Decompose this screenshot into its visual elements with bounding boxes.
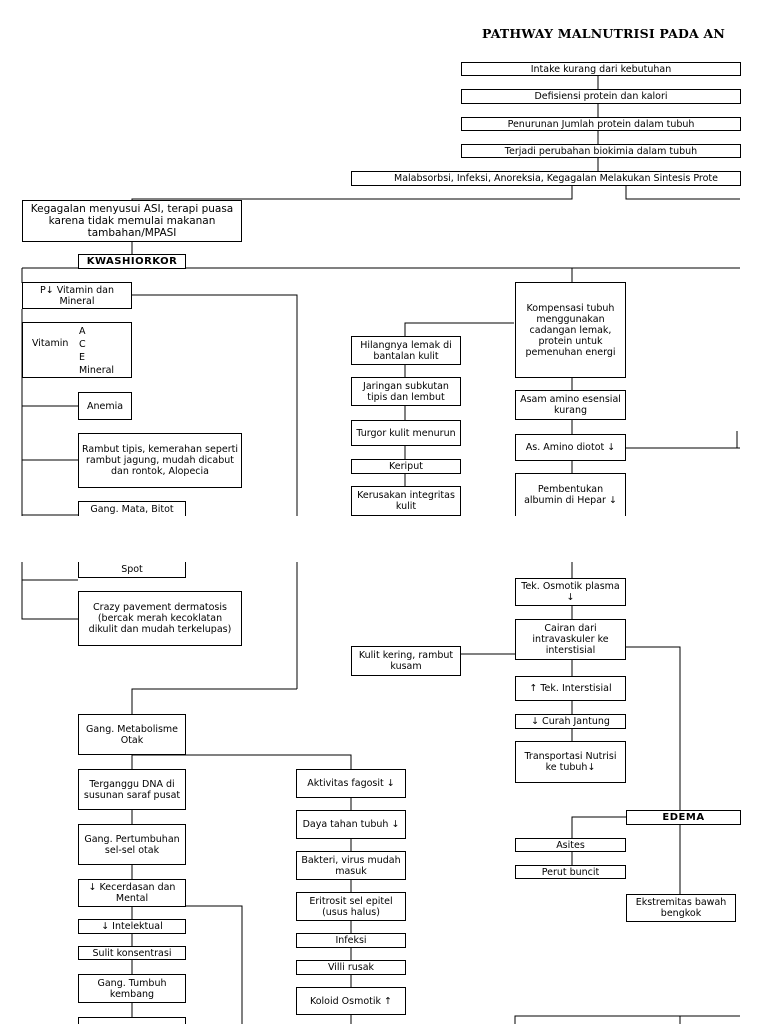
node-perut-buncit: Perut buncit (515, 865, 626, 879)
node-asites: Asites (515, 838, 626, 852)
node-rambut: Rambut tipis, kemerahan seperti rambut j… (78, 433, 242, 488)
node-penurunan-protein: Penurunan Jumlah protein dalam tubuh (461, 117, 741, 131)
node-vitamin-mineral: P↓ Vitamin dan Mineral (22, 282, 132, 309)
vitamin-item: E (79, 352, 86, 363)
node-dna: Terganggu DNA di susunan saraf pusat (78, 769, 186, 810)
node-intelektual: ↓ Intelektual (78, 919, 186, 934)
node-kulit-kering: Kulit kering, rambut kusam (351, 646, 461, 676)
node-keriput: Keriput (351, 459, 461, 474)
kwashiorkor-header: KWASHIORKOR (78, 254, 186, 269)
node-pertumbuhan-otak: Gang. Pertumbuhan sel-sel otak (78, 824, 186, 865)
vitamin-label: Vitamin (32, 338, 69, 349)
node-albumin: Pembentukan albumin di Hepar ↓ (515, 473, 626, 517)
node-transportasi: Transportasi Nutrisi ke tubuh↓ (515, 741, 626, 783)
vitamin-item: A (79, 326, 86, 337)
node-curah-jantung: ↓ Curah Jantung (515, 714, 626, 729)
node-gang-mata-top: Gang. Mata, Bitot (78, 501, 186, 517)
node-hilang-lemak: Hilangnya lemak di bantalan kulit (351, 336, 461, 365)
node-konsentrasi: Sulit konsentrasi (78, 946, 186, 960)
node-ekstremitas: Ekstremitas bawah bengkok (626, 894, 736, 922)
node-fagosit: Aktivitas fagosit ↓ (296, 769, 406, 798)
node-kerusakan-integritas: Kerusakan integritas kulit (351, 486, 461, 516)
vitamin-item: C (79, 339, 86, 350)
node-bakteri: Bakteri, virus mudah masuk (296, 851, 406, 880)
node-metabolisme-otak: Gang. Metabolisme Otak (78, 714, 186, 755)
node-tumbuh-kembang: Gang. Tumbuh kembang (78, 974, 186, 1003)
node-cause: Kegagalan menyusui ASI, terapi puasa kar… (22, 200, 242, 242)
node-osmotik-plasma: Tek. Osmotik plasma ↓ (515, 578, 626, 606)
node-perubahan-biokimia: Terjadi perubahan biokimia dalam tubuh (461, 144, 741, 158)
node-jaringan-subkutan: Jaringan subkutan tipis dan lembut (351, 377, 461, 406)
node-cut-off (78, 1017, 186, 1024)
node-eritrosit: Eritrosit sel epitel (usus halus) (296, 892, 406, 921)
node-intake: Intake kurang dari kebutuhan (461, 62, 741, 76)
node-cairan: Cairan dari intravaskuler ke interstisia… (515, 619, 626, 660)
diagram-title: PATHWAY MALNUTRISI PADA AN (482, 26, 726, 41)
node-defisiensi: Defisiensi protein dan kalori (461, 89, 741, 104)
node-crazy-pavement: Crazy pavement dermatosis (bercak merah … (78, 591, 242, 646)
node-kompensasi: Kompensasi tubuh menggunakan cadangan le… (515, 282, 626, 378)
node-daya-tahan: Daya tahan tubuh ↓ (296, 810, 406, 839)
edema-header: EDEMA (626, 810, 741, 825)
node-turgor: Turgor kulit menurun (351, 420, 461, 446)
vitamin-item: Mineral (79, 365, 115, 376)
node-malabsorbsi: Malabsorbsi, Infeksi, Anoreksia, Kegagal… (351, 171, 741, 186)
node-villi: Villi rusak (296, 960, 406, 975)
node-infeksi: Infeksi (296, 933, 406, 948)
node-gang-mata-bottom: Spot (78, 562, 186, 578)
node-anemia: Anemia (78, 392, 132, 420)
node-vitamin-list: Vitamin A C E Mineral (22, 322, 132, 378)
node-asam-amino: Asam amino esensial kurang (515, 390, 626, 420)
page-break-gap (0, 516, 768, 562)
node-amino-diotot: As. Amino diotot ↓ (515, 434, 626, 461)
node-koloid: Koloid Osmotik ↑ (296, 987, 406, 1015)
node-tek-interstisial: ↑ Tek. Interstisial (515, 676, 626, 701)
node-kecerdasan: ↓ Kecerdasan dan Mental (78, 879, 186, 907)
